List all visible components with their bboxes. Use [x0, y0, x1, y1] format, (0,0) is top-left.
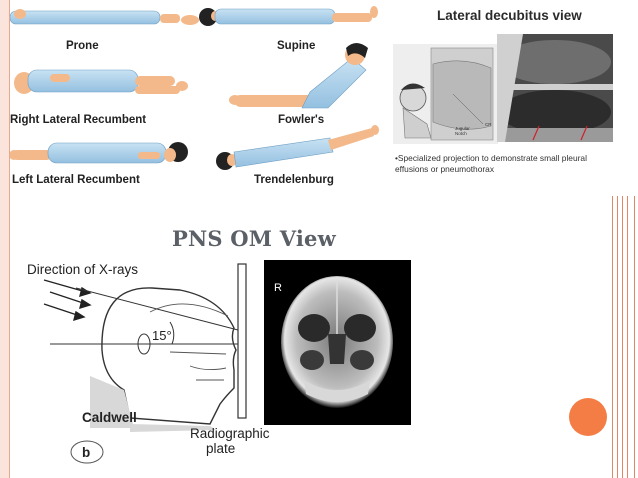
prone-figure	[10, 9, 199, 25]
direction-of-xrays-label: Direction of X-rays	[27, 262, 139, 277]
patient-positions-illustration	[10, 6, 379, 170]
lateral-decubitus-images: Jugular Notch CR	[393, 34, 613, 144]
caldwell-label: Caldwell	[82, 410, 137, 425]
lateral-decubitus-caption: •Specialized projection to demonstrate s…	[395, 153, 587, 174]
plate-label-line2: plate	[206, 441, 236, 456]
angle-label: 15°	[152, 328, 172, 343]
fowlers-figure	[229, 43, 368, 109]
caldwell-diagram: 15°	[43, 263, 247, 464]
svg-text:Notch: Notch	[455, 131, 467, 136]
right-lateral-figure	[14, 69, 188, 94]
orange-circle-decor	[569, 398, 607, 436]
label-right-lateral: Right Lateral Recumbent	[10, 114, 147, 126]
label-supine: Supine	[277, 40, 316, 52]
lateral-decubitus-title: Lateral decubitus view	[437, 8, 582, 23]
label-trendelenburg: Trendelenburg	[254, 174, 334, 186]
skull-xray-image: R	[264, 260, 411, 425]
xray-marker-r: R	[274, 282, 282, 294]
left-decor-line	[9, 0, 10, 478]
left-lateral-figure	[10, 142, 188, 164]
figure-letter-label: b	[82, 445, 91, 460]
svg-text:Jugular: Jugular	[455, 126, 470, 131]
label-prone: Prone	[66, 40, 99, 52]
supine-figure	[199, 6, 378, 26]
plate-label-line1: Radiographic	[190, 426, 270, 441]
trendelenburg-figure	[216, 125, 379, 170]
slide-title: PNS OM View	[172, 226, 336, 251]
label-fowlers: Fowler's	[278, 114, 325, 126]
left-decor-band	[0, 0, 9, 478]
right-decor-lines	[610, 196, 638, 478]
label-left-lateral: Left Lateral Recumbent	[12, 174, 140, 186]
svg-text:CR: CR	[485, 122, 492, 127]
